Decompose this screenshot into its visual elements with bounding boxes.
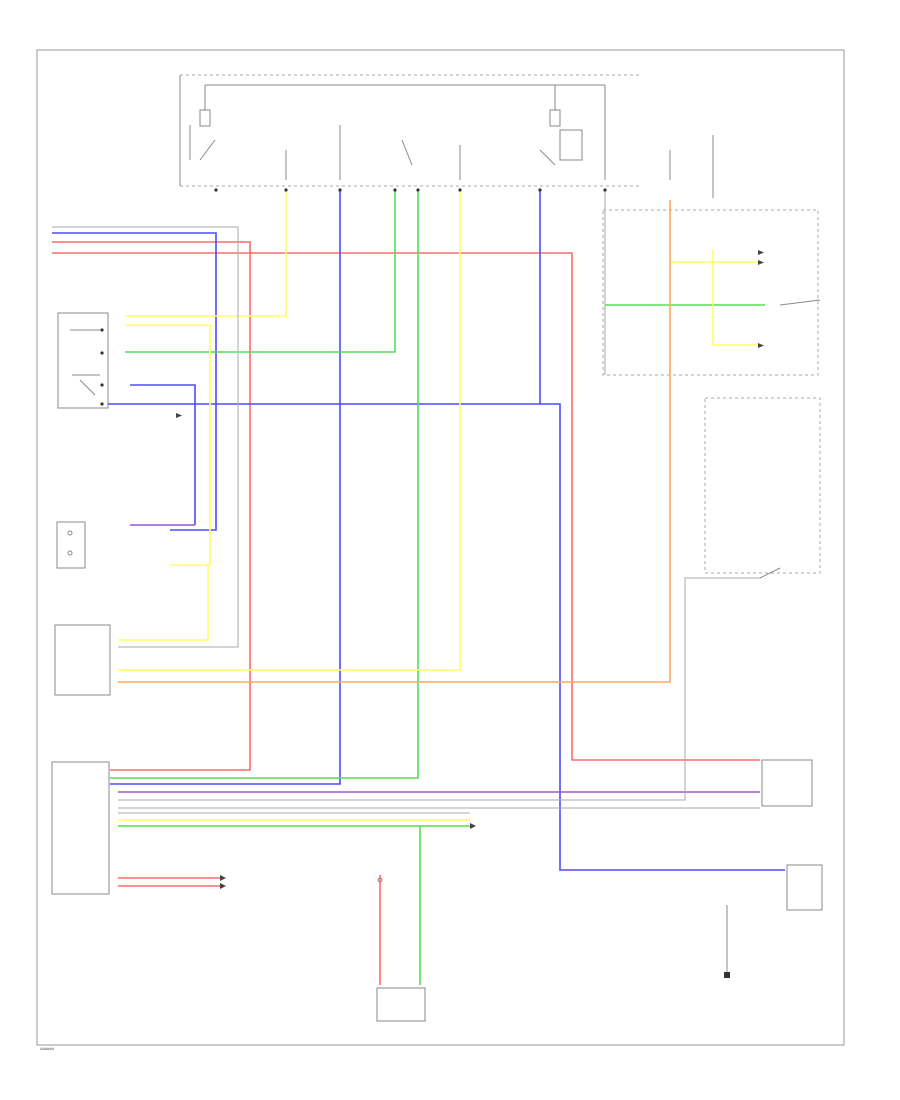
left-connector-block xyxy=(57,312,109,409)
sensor-component xyxy=(376,877,426,1022)
control-module xyxy=(54,624,111,696)
wire-blue xyxy=(52,190,785,871)
wire-gray xyxy=(52,190,760,814)
wire-orange xyxy=(118,200,671,683)
fuse-relay-box xyxy=(179,74,640,187)
ground-icon xyxy=(724,972,730,978)
wire-yellow xyxy=(118,190,760,821)
switch-block xyxy=(56,521,86,569)
wire-red xyxy=(52,241,760,985)
footer-code: A##### xyxy=(40,1046,55,1051)
wire-purple xyxy=(118,524,760,793)
wire-green xyxy=(110,190,765,985)
connector-arrow-icon xyxy=(176,250,764,889)
control-unit xyxy=(51,761,110,895)
diagram-border xyxy=(36,49,845,1046)
right-components xyxy=(602,135,823,975)
splice-points xyxy=(100,188,607,406)
